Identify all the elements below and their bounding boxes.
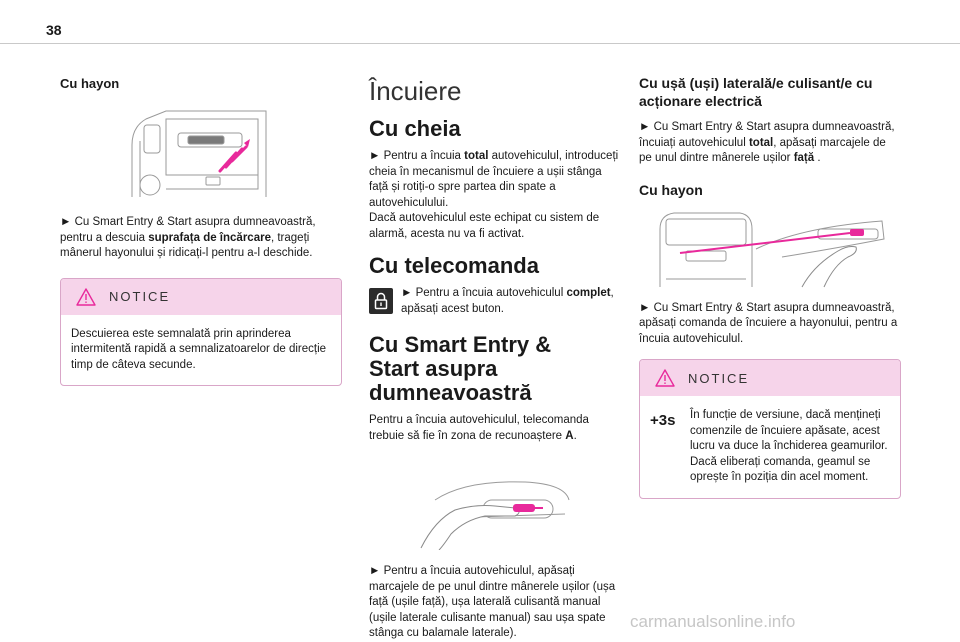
sliding-door-paragraph: ► Cu Smart Entry & Start asupra dumneavo… — [639, 121, 895, 164]
notice-body-right: +3s În funcție de versiune, dacă menține… — [640, 396, 900, 498]
warning-icon — [655, 369, 675, 387]
remote-paragraph: ► Pentru a încuia autovehiculul complet,… — [401, 287, 614, 315]
hayon-paragraph: ► Cu Smart Entry & Start asupra dumneavo… — [60, 216, 316, 259]
svg-text:+3s: +3s — [650, 412, 675, 429]
notice-text: Descuierea este semnalată prin aprindere… — [71, 327, 327, 371]
remote-row: ► Pentru a încuia autovehiculul complet,… — [369, 286, 621, 317]
hold-3s-icon: +3s — [650, 412, 675, 429]
key-note: Dacă autovehiculul este echipat cu siste… — [369, 212, 600, 240]
column-right: Cu ușă (uși) laterală/e culisant/e cu ac… — [639, 60, 901, 499]
section-heading-remote: Cu telecomanda — [369, 253, 539, 278]
notice-title: NOTICE — [109, 289, 171, 304]
notice-title: NOTICE — [688, 370, 750, 386]
footer-watermark: carmanualsonline.info — [630, 612, 796, 631]
page-title: Încuiere — [369, 76, 462, 106]
column-left: Cu hayon ► Cu Smart Entry & Start asupra… — [60, 60, 342, 386]
notice-header: NOTICE — [61, 278, 341, 315]
section-heading-hayon-lock: Cu hayon — [639, 181, 703, 198]
notice-text-right: În funcție de versiune, dacă mențineți c… — [690, 409, 888, 483]
section-heading-hayon: Cu hayon — [60, 76, 120, 91]
lock-button-icon — [369, 288, 393, 314]
notice-header-right: NOTICE — [640, 360, 900, 396]
header-divider — [0, 43, 960, 44]
notice-box-right: NOTICE +3s În funcție de versiune, dacă … — [639, 359, 901, 499]
door-handle-illustration — [420, 481, 570, 550]
tailgate-lock-illustration — [659, 212, 885, 287]
hayon-lock-paragraph: ► Cu Smart Entry & Start asupra dumneavo… — [639, 301, 898, 345]
column-middle: Încuiere Cu cheia ► Pentru a încuia tota… — [369, 60, 621, 642]
smart-entry-instruction: ► Pentru a încuia autovehiculul, apăsați… — [369, 565, 616, 639]
warning-icon — [76, 287, 96, 306]
page-number: 38 — [46, 22, 62, 38]
notice-box: NOTICE Descuierea este semnalată prin ap… — [60, 277, 342, 386]
smart-entry-paragraph: Pentru a încuia autovehiculul, telecoman… — [369, 414, 589, 442]
tailgate-unlock-illustration — [131, 110, 267, 197]
notice-body: Descuierea este semnalată prin aprindere… — [61, 315, 341, 386]
section-heading-smart-entry: Cu Smart Entry & Start asupra dumneavoas… — [369, 332, 552, 405]
section-heading-key: Cu cheia — [369, 116, 461, 141]
section-heading-sliding-door: Cu ușă (uși) laterală/e culisant/e cu ac… — [639, 75, 873, 109]
key-paragraph: ► Pentru a încuia total autovehiculul, i… — [369, 150, 619, 209]
